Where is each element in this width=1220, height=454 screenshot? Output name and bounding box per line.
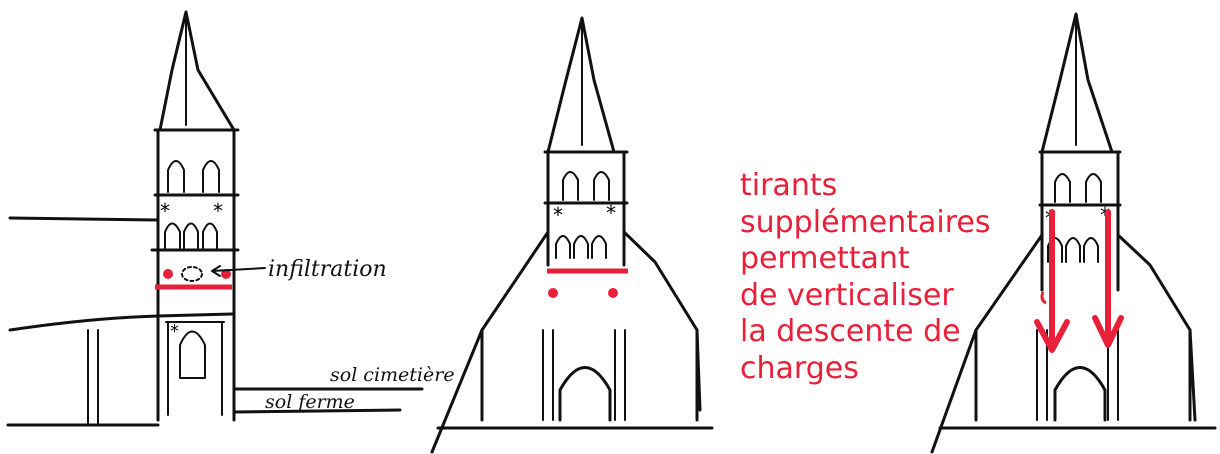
belfry-2-arches	[562, 171, 610, 201]
tower-3	[1038, 150, 1122, 292]
marker-left: *	[160, 199, 170, 223]
marker-2-right: *	[606, 201, 616, 225]
load-arrow-left	[1034, 209, 1070, 353]
marker-right: *	[213, 199, 223, 223]
red-dot-right	[221, 269, 231, 279]
sketch-front-view-ties: * *	[430, 16, 714, 454]
infiltration-spot	[181, 266, 203, 282]
tie-rod-caption: tirants supplémentaires permettant de ve…	[740, 168, 990, 387]
columns-3	[1036, 329, 1119, 421]
tower-plinth	[165, 321, 225, 416]
spire-2	[546, 16, 616, 154]
belfry-3-arches	[1054, 173, 1102, 203]
red-dot-2-left	[548, 288, 558, 298]
nave-columns	[87, 329, 99, 425]
belfry-arches	[167, 160, 220, 193]
sketch-side-view: * * infiltration * sol cimetière sol fer…	[6, 10, 455, 427]
caption-line-5: la descente de	[740, 314, 961, 349]
red-dot-left	[163, 269, 173, 279]
nave-roof-upper	[8, 216, 160, 222]
nave-roof-lower	[8, 312, 234, 332]
load-arrow-origin-mark	[1040, 291, 1047, 305]
sol-cimetiere-label: sol cimetière	[330, 364, 455, 386]
spire-3	[1040, 12, 1114, 154]
marker-door: *	[170, 321, 179, 342]
gable-3-inner	[974, 328, 1192, 422]
tower-door	[179, 330, 206, 379]
sol-ferme-label: sol ferme	[265, 391, 355, 413]
infiltration-arrow	[211, 265, 266, 277]
lower-arches	[164, 222, 218, 249]
caption-line-4: de verticaliser	[740, 277, 954, 313]
caption-line-3: permettant	[740, 241, 910, 276]
gable-2-inner	[480, 328, 699, 422]
portal-3	[1053, 366, 1107, 422]
columns-2	[542, 329, 626, 421]
portal-2	[558, 366, 612, 422]
caption-line-1: tirants	[740, 168, 838, 203]
sol-ferme-line	[232, 408, 402, 414]
lower-3-arches	[1047, 237, 1099, 263]
load-arrow-right	[1092, 209, 1124, 348]
caption-line-2: supplémentaires	[740, 204, 991, 240]
spire	[158, 10, 236, 132]
sketch-front-view-loads: * *	[930, 12, 1217, 454]
infiltration-label: infiltration	[268, 257, 387, 282]
caption-line-6: charges	[740, 350, 859, 386]
tower-outline	[156, 128, 236, 422]
marker-2-left: *	[553, 203, 563, 227]
lower-2-arches	[555, 235, 607, 259]
gable-2	[430, 230, 702, 454]
red-dot-2-right	[608, 288, 618, 298]
tower-2	[543, 150, 629, 267]
